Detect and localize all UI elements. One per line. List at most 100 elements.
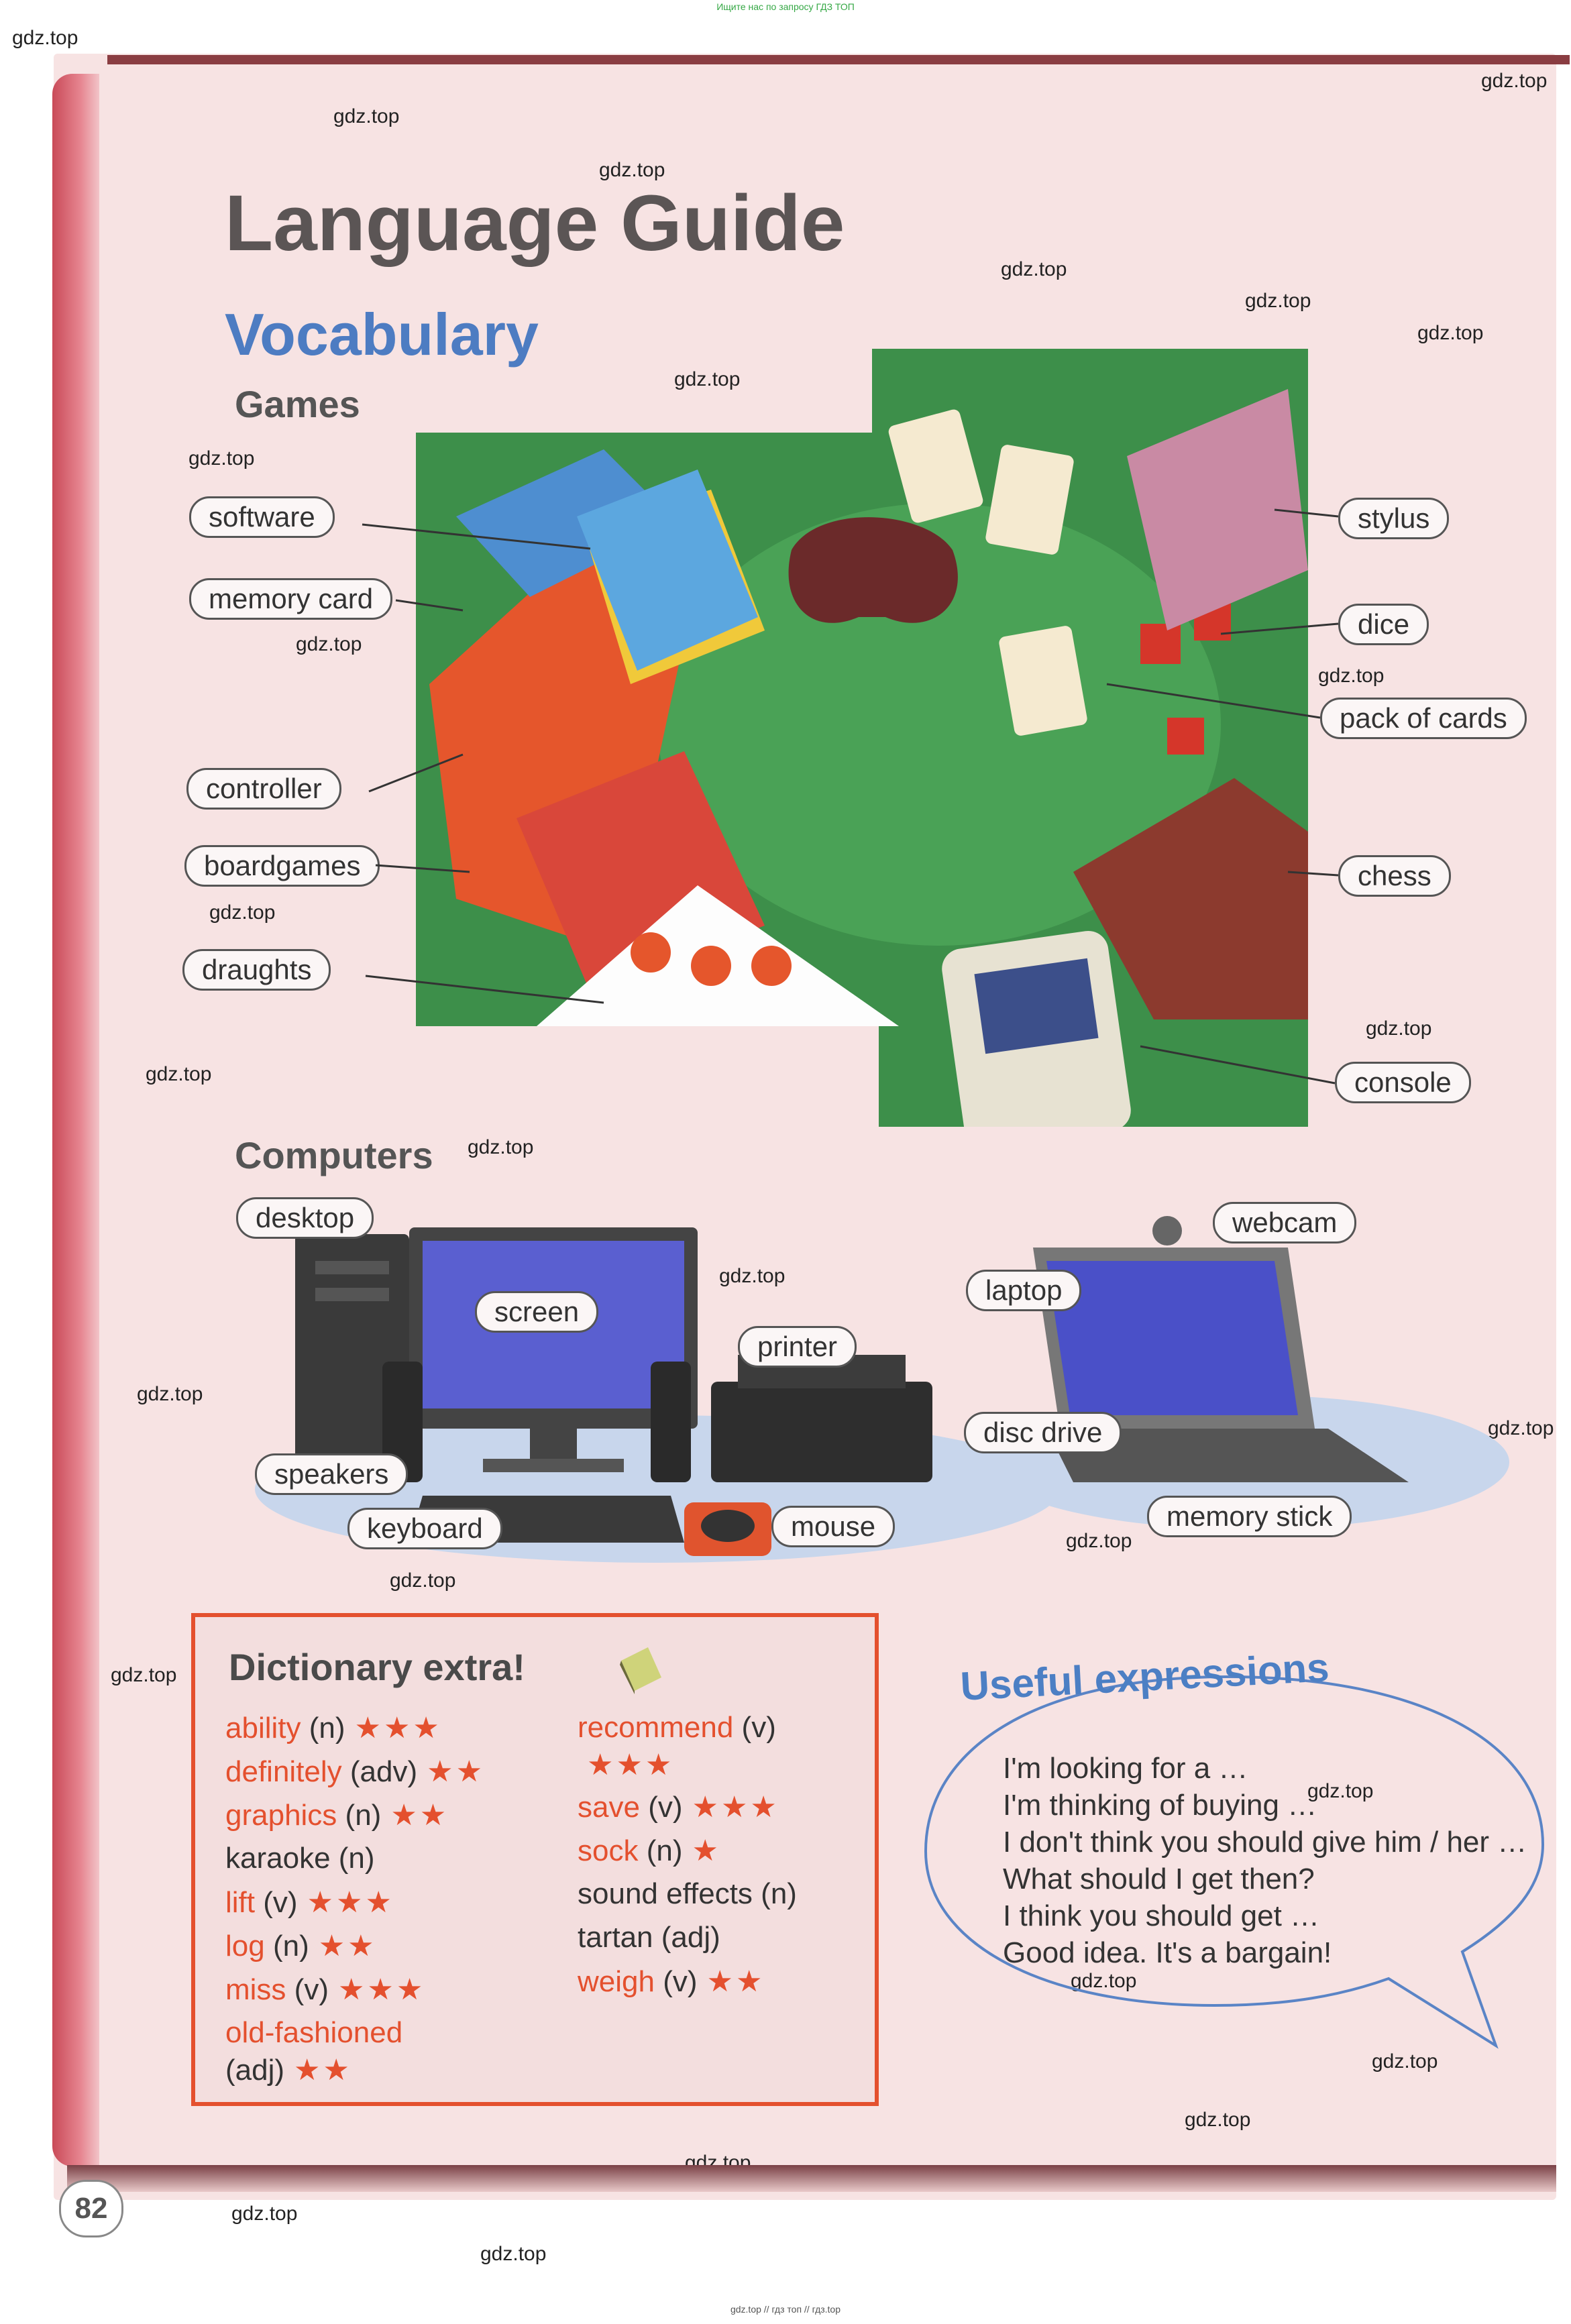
dictionary-entry: lift (v)★★★ [225,1885,394,1920]
frequency-stars: ★★★ [337,1973,426,2006]
dictionary-entry: save (v)★★★ [578,1790,779,1824]
dictionary-entry: miss (v)★★★ [225,1973,425,2007]
dictionary-word: graphics [225,1799,337,1832]
dictionary-entry: ability (n) ★★★ [225,1711,442,1745]
part-of-speech: (v) [263,1886,298,1919]
label-webcam: webcam [1213,1202,1357,1243]
watermark: gdz.top [1372,2050,1438,2072]
part-of-speech: (n) [338,1842,375,1875]
dictionary-entry: log (n) ★★ [225,1929,377,1963]
label-pack-of-cards: pack of cards [1320,698,1527,739]
frequency-stars: ★★★ [692,1791,779,1824]
frequency-stars: ★★ [390,1799,449,1832]
frequency-stars: ★★ [294,2054,352,2087]
bottom-note: gdz.top // гдз топ // гдз.top [730,2304,841,2315]
part-of-speech: (adj) [225,2054,285,2087]
page-subtitle: Vocabulary [225,301,539,368]
watermark: gdz.top [719,1265,785,1287]
label-draughts: draughts [182,949,331,991]
dictionary-word: recommend [578,1711,734,1744]
label-keyboard: keyboard [347,1508,502,1549]
leader-lines [362,508,1339,1085]
part-of-speech: (n) [309,1712,345,1745]
label-memory-card: memory card [189,578,393,620]
dictionary-word: weigh [578,1965,655,1998]
page-title: Language Guide [225,179,845,268]
label-chess: chess [1338,855,1451,897]
speech-bubble [924,1675,1545,2049]
expression-line: I think you should get … [1003,1899,1320,1932]
dictionary-entry: (adj) ★★ [225,2053,352,2087]
label-dice: dice [1338,604,1429,645]
book-spine [52,74,99,2166]
watermark: gdz.top [1307,1780,1374,1802]
dictionary-entry: tartan (adj) [578,1921,720,1954]
watermark: gdz.top [468,1136,534,1158]
dictionary-word: old-fashioned [225,2016,403,2049]
label-laptop: laptop [966,1270,1082,1311]
watermark: gdz.top [333,105,400,127]
watermark: gdz.top [137,1383,203,1405]
dictionary-word: log [225,1930,265,1962]
watermark: gdz.top [188,447,255,469]
watermark: gdz.top [1488,1417,1554,1439]
label-console: console [1335,1062,1471,1103]
label-screen: screen [475,1291,599,1333]
expression-line: Good idea. It's a bargain! [1003,1936,1332,1969]
watermark: gdz.top [1001,258,1067,280]
part-of-speech: (n) [761,1877,797,1910]
dictionary-entry: recommend (v) [578,1711,776,1745]
dictionary-entry: definitely (adv) ★★ [225,1755,485,1789]
watermark: gdz.top [480,2243,547,2265]
frequency-stars: ★★ [427,1755,486,1788]
dictionary-word: sock [578,1834,639,1867]
dictionary-word: miss [225,1973,286,2006]
dictionary-entry: graphics (n)★★ [225,1798,449,1832]
dictionary-word: sound effects [578,1877,753,1910]
frequency-stars: ★★ [318,1930,377,1962]
watermark: gdz.top [1481,70,1548,92]
part-of-speech: (v) [663,1965,698,1998]
dictionary-word: tartan [578,1921,653,1954]
frequency-stars: ★★★ [587,1749,675,1781]
watermark: gdz.top [1185,2109,1251,2131]
part-of-speech: (n) [646,1834,683,1867]
dictionary-entry: sound effects (n) [578,1877,797,1911]
label-stylus: stylus [1338,498,1450,539]
watermark: gdz.top [1417,322,1484,344]
watermark: gdz.top [296,633,362,655]
dictionary-extra-box: Dictionary extra! ability (n)★★★definite… [191,1613,879,2106]
watermark: gdz.top [1366,1017,1432,1040]
frequency-stars: ★★ [706,1965,765,1998]
frequency-stars: ★★★ [354,1712,442,1745]
label-software: software [189,496,335,538]
games-heading: Games [235,383,360,425]
watermark: gdz.top [12,27,78,49]
part-of-speech: (n) [272,1930,309,1962]
frequency-stars: ★★★ [307,1886,394,1919]
label-printer: printer [738,1326,857,1368]
watermark: gdz.top [209,901,276,924]
expression-line: I don't think you should give him / her … [1003,1826,1527,1859]
label-boardgames: boardgames [184,845,380,887]
expression-line: I'm thinking of buying … [1003,1789,1317,1822]
dictionary-word: karaoke [225,1842,331,1875]
dictionary-entry: old-fashioned [225,2016,402,2050]
label-memory-stick: memory stick [1147,1496,1352,1537]
label-mouse: mouse [771,1506,896,1547]
computers-heading: Computers [235,1134,433,1176]
part-of-speech: (v) [294,1973,329,2006]
dictionary-word: definitely [225,1755,342,1788]
part-of-speech: (n) [345,1799,382,1832]
part-of-speech: (adv) [349,1755,418,1788]
frequency-stars: ★ [692,1834,721,1867]
label-disc-drive: disc drive [964,1412,1122,1453]
expression-line: I'm looking for a … [1003,1752,1248,1785]
dictionary-word: ability [225,1712,301,1745]
watermark: gdz.top [1245,290,1311,312]
dictionary-title: Dictionary extra! [229,1646,525,1688]
part-of-speech: (v) [741,1711,776,1744]
bottom-edge [67,2165,1556,2192]
book-icon [620,1647,661,1694]
